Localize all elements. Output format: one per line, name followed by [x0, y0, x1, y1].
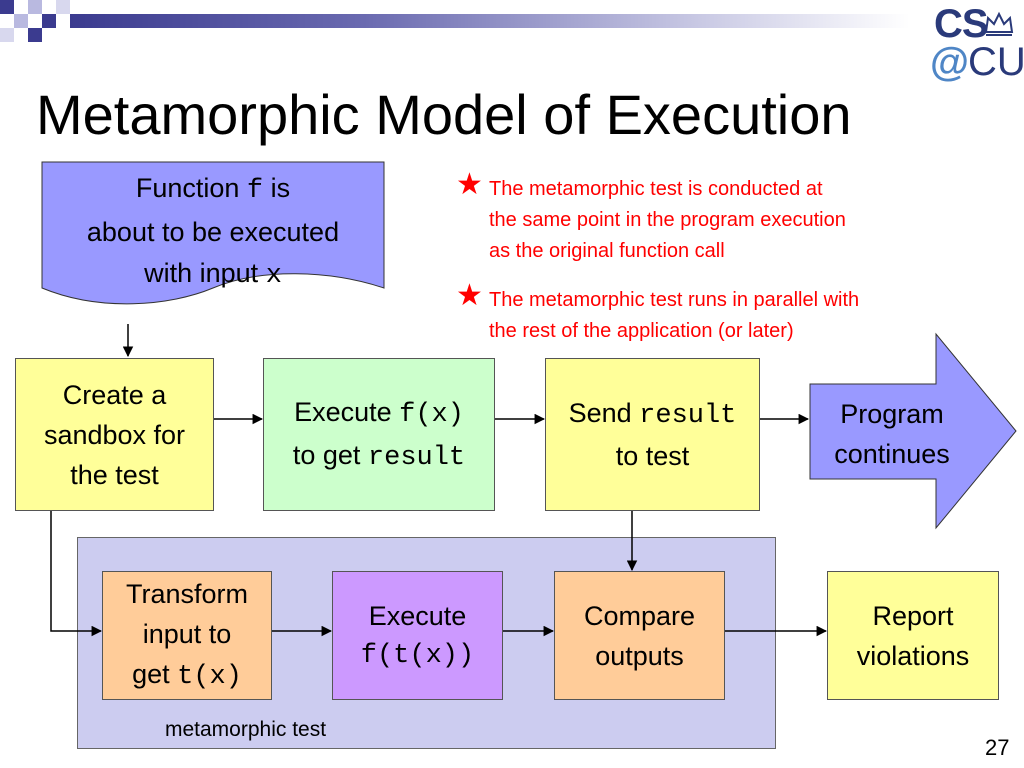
execute-code-fx: f(x): [399, 399, 464, 430]
function-code-f: f: [246, 176, 264, 206]
sandbox-line1: Create a: [62, 379, 167, 410]
page-number: 27: [985, 735, 1010, 760]
send-line1-prefix: Send: [568, 398, 640, 428]
program-continues-text: Program continues: [812, 394, 972, 474]
note-line: The metamorphic test is conducted at: [489, 178, 823, 200]
function-document-shape: [41, 161, 385, 305]
compare-outputs-box: Compare outputs: [554, 571, 725, 700]
transform-line2: input to: [142, 619, 232, 649]
function-box-text: Function f is about to be executed with …: [42, 168, 384, 297]
header-decoration-square: [28, 28, 42, 42]
header-decoration-square: [0, 28, 14, 42]
star-icon: ★: [456, 168, 483, 201]
crown-icon: [984, 11, 1014, 36]
continue-line1: Program: [840, 399, 944, 429]
send-line2: to test: [615, 441, 690, 471]
function-code-x: x: [265, 261, 282, 291]
transform-line3-prefix: get: [132, 659, 178, 689]
execute-transformed-box: Execute f(t(x)): [332, 571, 503, 700]
continue-line2: continues: [834, 439, 950, 469]
function-line1-prefix: Function: [135, 173, 247, 203]
execute-t-line1: Execute: [368, 600, 467, 631]
function-line2: about to be executed: [86, 217, 340, 247]
report-line1: Report: [872, 600, 954, 631]
function-line3-prefix: with input: [144, 258, 266, 288]
header-decoration-bar: [70, 14, 910, 28]
send-code-result: result: [639, 401, 737, 431]
note-2: The metamorphic test runs in parallel wi…: [489, 285, 859, 347]
execute-code-result: result: [367, 442, 466, 473]
compare-line1: Compare: [583, 600, 696, 631]
execute-line1-prefix: Execute: [294, 396, 400, 427]
sandbox-line2: sandbox for: [43, 419, 186, 450]
header-decoration-square: [0, 0, 14, 14]
function-line1-suffix: is: [263, 173, 291, 203]
note-line: The metamorphic test runs in parallel wi…: [489, 289, 860, 311]
header-decoration-square: [42, 14, 56, 28]
report-line2: violations: [856, 640, 970, 671]
program-continues-arrow-shape: [809, 332, 1017, 530]
send-result-box: Send result to test: [545, 358, 760, 511]
sandbox-line3: the test: [70, 459, 159, 490]
arrow-sandbox-to-transform: [50, 511, 103, 637]
cs-columbia-logo: CS @ CU: [928, 2, 1024, 84]
logo-cu-text: CU: [968, 40, 1024, 84]
note-line: the rest of the application (or later): [489, 320, 794, 342]
transform-code-tx: t(x): [177, 662, 242, 692]
header-decoration-square: [56, 0, 70, 14]
compare-line2: outputs: [595, 640, 684, 671]
transform-line1: Transform: [125, 579, 248, 609]
note-line: as the original function call: [489, 240, 725, 262]
logo-at-text: @: [930, 40, 970, 84]
create-sandbox-box: Create a sandbox for the test: [15, 358, 214, 511]
report-violations-box: Report violations: [827, 571, 999, 700]
logo-cs-text: CS: [934, 2, 989, 46]
transform-input-box: Transform input to get t(x): [102, 571, 272, 700]
header-decoration-square: [14, 14, 28, 28]
execute-line2-prefix: to get: [292, 439, 368, 470]
header-decoration-square: [28, 0, 42, 14]
execute-t-code: f(t(x)): [360, 640, 475, 671]
note-line: the same point in the program execution: [489, 209, 846, 231]
slide-title: Metamorphic Model of Execution: [36, 83, 852, 146]
metamorphic-test-label: metamorphic test: [165, 718, 327, 741]
star-icon: ★: [456, 279, 483, 312]
execute-function-box: Execute f(x) to get result: [263, 358, 495, 511]
note-1: The metamorphic test is conducted at the…: [489, 174, 846, 267]
